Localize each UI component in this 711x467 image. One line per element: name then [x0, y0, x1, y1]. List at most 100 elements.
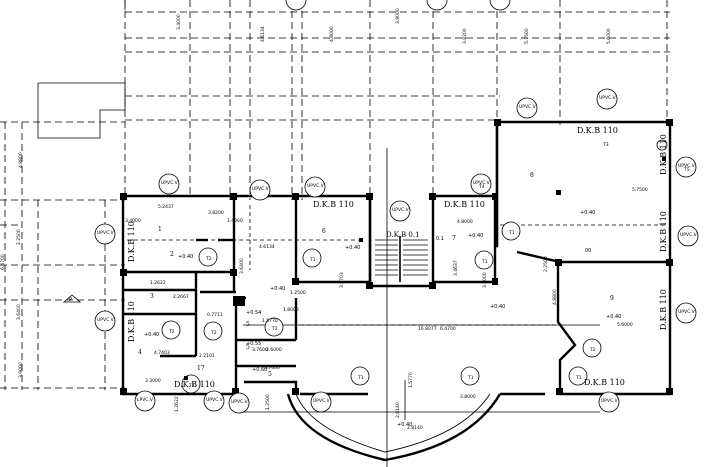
marker-text: T1 [508, 230, 515, 236]
pipe-label-dkb-v5: D.K.B 110 [659, 289, 668, 330]
dimension: 5.7500 [524, 28, 530, 44]
dimension: 1.8000 [283, 307, 299, 313]
dimension: 5.6000 [617, 322, 633, 328]
level-mark: +0.40 [490, 304, 505, 310]
marker-text: T1 [467, 375, 474, 381]
dimension: 3.3000 [145, 378, 161, 384]
pipe-label-dkb-4: D.K.B 110 [584, 378, 625, 387]
dimension: 5.7500 [632, 187, 648, 193]
marker-text: LPVC.V [137, 397, 154, 403]
marker-text: UPVC.V [678, 163, 696, 169]
room-number: 2 [170, 251, 174, 258]
dimension: 2.2667 [173, 294, 189, 300]
marker-text: T2 [205, 256, 212, 262]
pipe-lines [127, 205, 665, 326]
marker-text: T2 [210, 330, 217, 336]
marker-text: T2 [168, 329, 175, 335]
level-mark: +0.54 [246, 310, 261, 316]
dimension: 2.8140 [395, 402, 401, 418]
dimension: 3.7400 [264, 365, 280, 371]
curved-bay [286, 393, 502, 462]
dimension: 1.2622 [174, 396, 180, 412]
dimension: 3.9000 [18, 362, 24, 378]
pipe-label-dkb-2: D.K.B 110 [444, 200, 485, 209]
room-number: 8 [530, 172, 534, 179]
marker-text: T2 [188, 383, 195, 389]
room-number: 1 [158, 226, 162, 233]
marker-text: UPVC.V [161, 180, 179, 186]
marker-text: UPVC.V [97, 317, 115, 323]
marker-text: UPVC.V [473, 180, 491, 186]
marker-text: UPVC.V [97, 230, 115, 236]
dimension: 16.8077 [418, 326, 437, 332]
pipe-label-dkb-v2: D.K.B 110 [127, 301, 136, 342]
misc-mark: 00 [585, 248, 591, 254]
pipe-label-dkb-v1: D.K.B 110 [127, 221, 136, 262]
marker-text: UPVC.V [678, 309, 696, 315]
marker-text: T1 [575, 375, 582, 381]
pipe-label-dkb-short: D.K.B 0.1 [386, 231, 420, 239]
dimension: 1.4060 [227, 218, 243, 224]
marker-text: T3 [602, 142, 609, 148]
room-number: 4 [138, 349, 142, 356]
level-mark: +0.55 [246, 341, 261, 347]
dimension: 2.2500 [16, 229, 22, 245]
room-number: 9 [610, 295, 614, 302]
dimension: 5.6000 [606, 28, 612, 44]
dimension: 0.7711 [207, 312, 223, 318]
dimension: 3.8000 [395, 8, 401, 24]
level-mark: +0.40 [144, 332, 159, 338]
level-mark: +0.40 [580, 210, 595, 216]
marker-text: UPVC.V [313, 398, 331, 404]
level-mark: +0.40 [178, 254, 193, 260]
dimension: 3.4000 [176, 14, 182, 30]
dimension: 3.9000 [482, 272, 488, 288]
marker-text: T1 [481, 259, 488, 265]
pipe-label-dkb-5: D.K.B 110 [174, 380, 215, 389]
dimension: 6.4700 [0, 254, 6, 270]
dimension: 3.7600 [252, 347, 268, 353]
marker-text: UPVC.V [307, 183, 325, 189]
north-marker: P [62, 294, 82, 303]
level-mark: +0.40 [345, 245, 360, 251]
dimension: 2.8140 [407, 425, 423, 431]
dimension: 2.6000 [266, 347, 282, 353]
staircase [375, 236, 428, 282]
marker-text: UPVC.V [252, 186, 270, 192]
pipe-label-dkb-3: D.K.B 110 [577, 126, 618, 135]
level-mark: +0.40 [270, 286, 285, 292]
marker-text: T2 [271, 326, 278, 332]
dimension: 4.6134 [259, 244, 275, 250]
dimension: 4.6134 [260, 26, 266, 42]
dimension: 3.4637 [453, 260, 459, 276]
dimension: 4.8000 [329, 26, 335, 42]
room-number: 6 [322, 228, 326, 235]
dimension: 2.2101 [199, 353, 215, 359]
marker-text: UPVC.V [601, 398, 619, 404]
dimension: 3.8200 [462, 28, 468, 44]
marker-text: UPVC.V [599, 95, 617, 101]
dimension: 3.4000 [125, 218, 141, 224]
marker-text: UPVC.V [392, 207, 410, 213]
marker-text: T2 [589, 347, 596, 353]
dimension: 6.4700 [440, 326, 456, 332]
marker-text: UPVC.V [231, 399, 249, 405]
level-mark: +0.40 [397, 422, 412, 428]
level-mark: +0.60 [252, 367, 267, 373]
dimension: 3.8000 [460, 394, 476, 400]
structural-columns [120, 119, 673, 395]
pipe-label-dkb-v3: D.K.B 110 [659, 134, 668, 175]
dimension: 4.8000 [457, 219, 473, 225]
marker-text: UPVC.V [680, 232, 698, 238]
room-number: 5 [246, 321, 250, 328]
marker-text: T4 [478, 184, 485, 190]
dimension: 3.6400 [16, 304, 22, 320]
marker-text: T1 [309, 257, 316, 263]
room-number: 5 [268, 371, 272, 378]
dimension: 3.6400 [239, 258, 245, 274]
level-mark: +0.40 [468, 233, 483, 239]
room-number: 5 [246, 344, 250, 351]
pipe-label-dkb-v4: D.K.B 110 [659, 211, 668, 252]
grid-lines [0, 0, 670, 390]
